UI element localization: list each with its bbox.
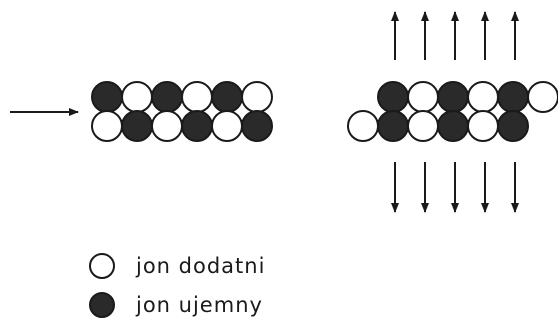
left-top-negative-ion xyxy=(91,81,123,113)
left-bottom-positive-ion xyxy=(211,110,243,142)
legend-positive-label: jon dodatni xyxy=(135,254,265,278)
left-top-negative-ion xyxy=(151,81,183,113)
right-crystal-top-row xyxy=(377,81,558,113)
left-top-positive-ion xyxy=(181,81,213,113)
downward-force-arrows xyxy=(391,162,519,213)
right-bottom-positive-ion xyxy=(407,110,439,142)
right-top-negative-ion xyxy=(377,81,409,113)
legend: jon dodatni jon ujemny xyxy=(89,253,265,318)
left-bottom-negative-ion xyxy=(181,110,213,142)
right-crystal-bottom-row xyxy=(347,110,529,142)
right-bottom-negative-ion xyxy=(497,110,529,142)
upward-force-arrows xyxy=(391,11,519,60)
left-crystal-top-row xyxy=(91,81,273,113)
right-top-negative-ion xyxy=(437,81,469,113)
left-crystal-bottom-row xyxy=(91,110,273,142)
legend-positive-ion-symbol xyxy=(89,253,115,279)
right-bottom-negative-ion xyxy=(437,110,469,142)
right-top-positive-ion xyxy=(407,81,439,113)
left-bottom-positive-ion xyxy=(91,110,123,142)
left-bottom-negative-ion xyxy=(121,110,153,142)
right-top-positive-ion xyxy=(467,81,499,113)
right-top-positive-ion xyxy=(527,81,558,113)
right-bottom-negative-ion xyxy=(377,110,409,142)
left-bottom-positive-ion xyxy=(151,110,183,142)
right-bottom-positive-ion xyxy=(347,110,379,142)
right-top-negative-ion xyxy=(497,81,529,113)
legend-negative-label: jon ujemny xyxy=(135,293,263,317)
right-bottom-positive-ion xyxy=(467,110,499,142)
left-top-positive-ion xyxy=(121,81,153,113)
legend-negative-ion-symbol xyxy=(89,292,115,318)
left-top-negative-ion xyxy=(211,81,243,113)
left-top-positive-ion xyxy=(241,81,273,113)
left-bottom-negative-ion xyxy=(241,110,273,142)
